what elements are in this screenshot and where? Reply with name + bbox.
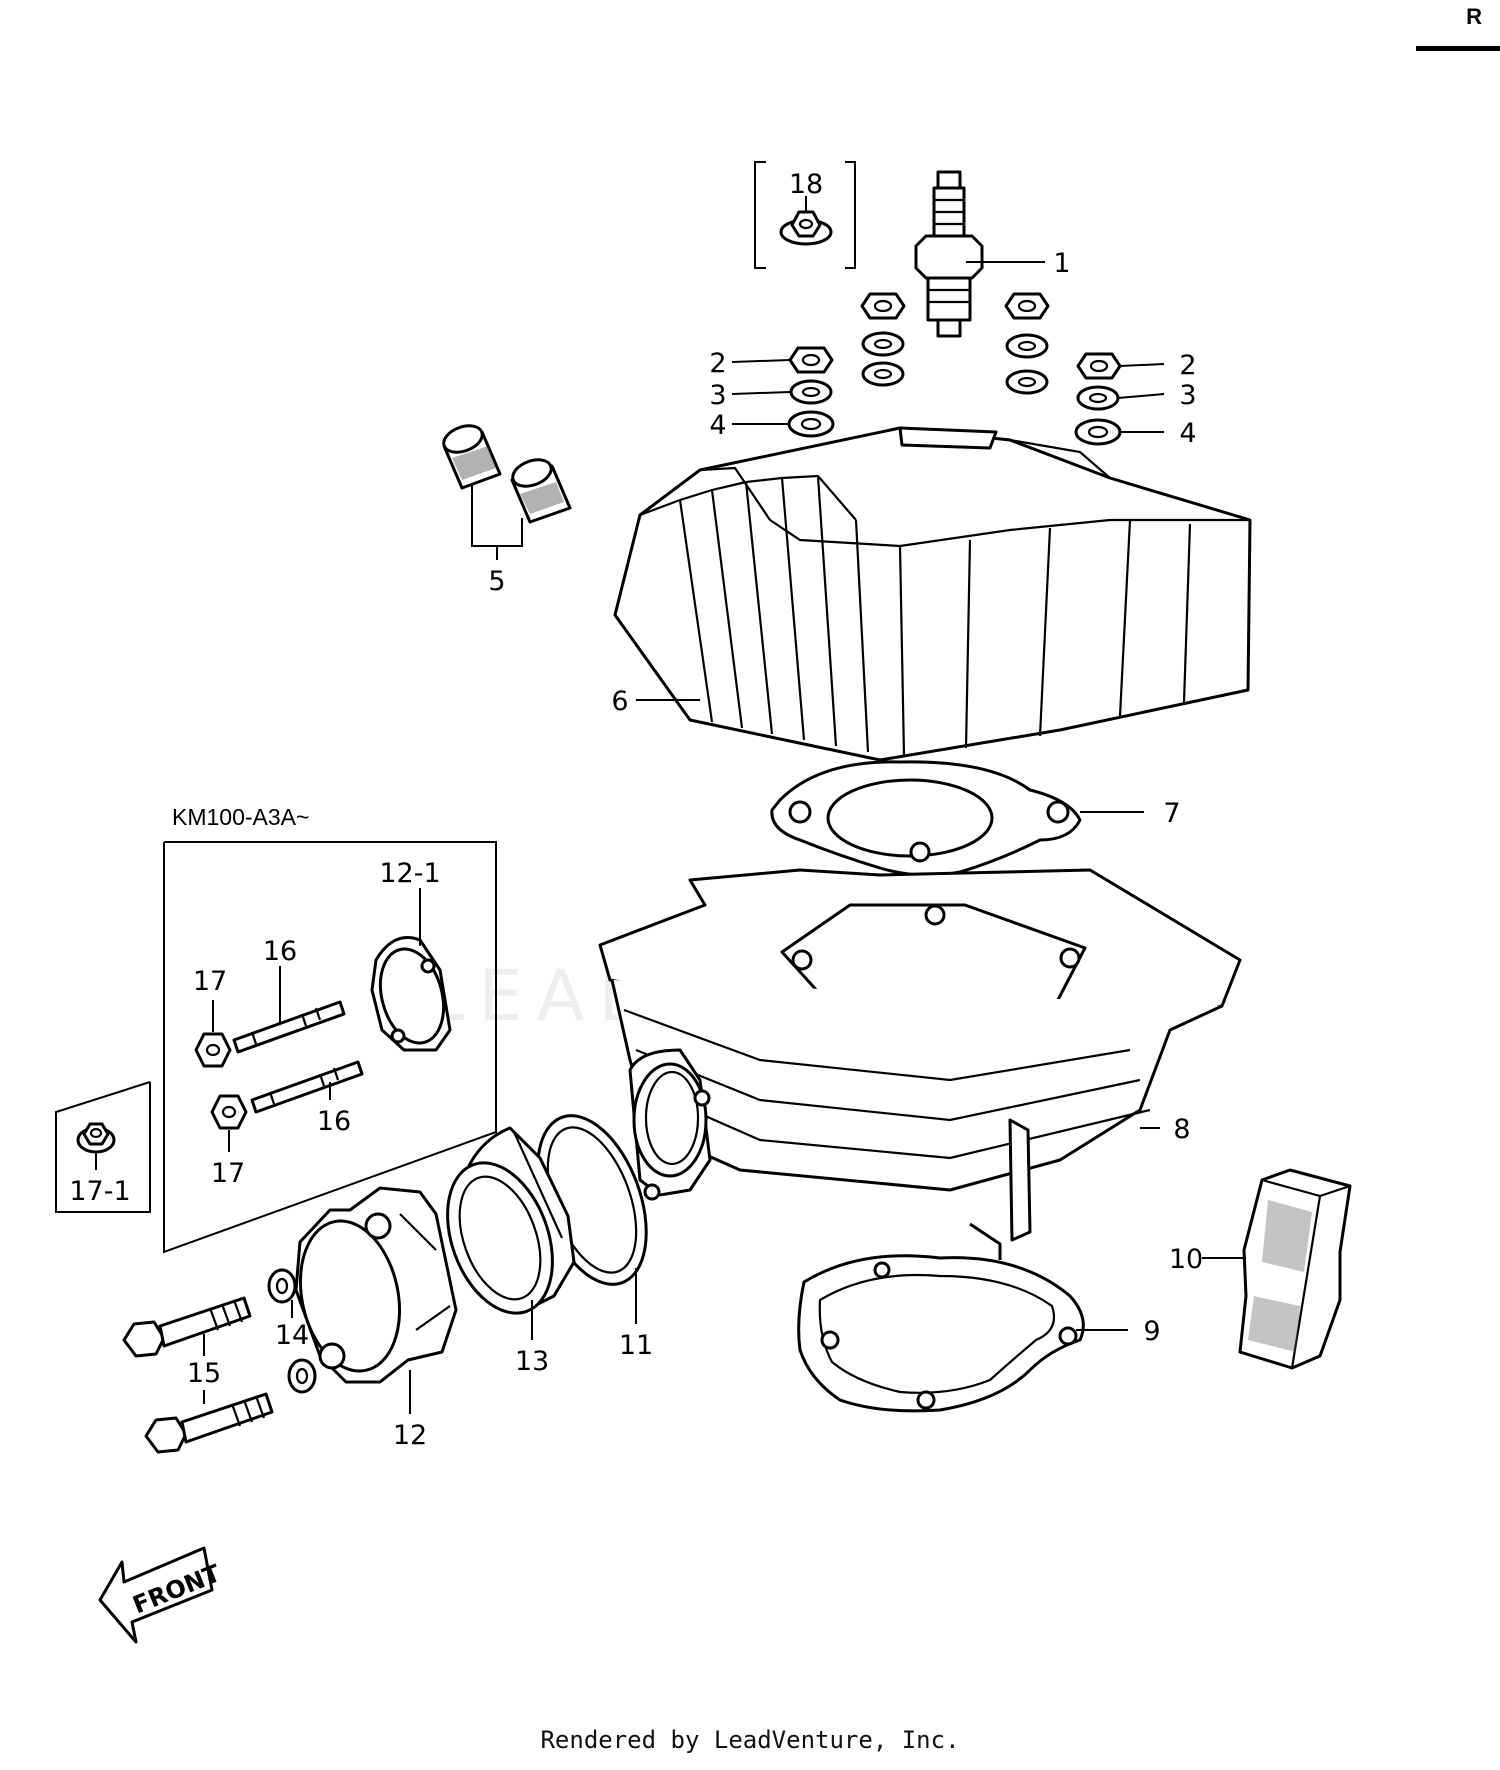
callout-9: 9	[1143, 1316, 1160, 1347]
inset-box-17-1	[55, 1081, 151, 1213]
callout-16-top: 16	[263, 936, 297, 967]
part-10-block	[1238, 1168, 1352, 1370]
intake-manifold-12	[294, 1186, 458, 1384]
callout-17-top: 17	[193, 966, 227, 997]
washer-14a	[267, 1268, 297, 1304]
flange-nut-17-1	[76, 1122, 116, 1154]
callouts: 18 1 2 3 4 2 3 4 5 6 7 8 9 10 11 13 12 1…	[69, 169, 1203, 1451]
dowel-pin-5a	[442, 424, 502, 490]
callout-3-right: 3	[1179, 380, 1196, 411]
callout-12: 12	[393, 1420, 427, 1451]
stud-16a	[232, 1000, 346, 1054]
manifold-12-1	[370, 936, 452, 1052]
callout-17-1: 17-1	[69, 1176, 130, 1207]
callout-5: 5	[488, 566, 505, 597]
center-nut-stack-right	[1004, 292, 1050, 395]
callout-14: 14	[275, 1320, 309, 1351]
inset-box-18	[754, 161, 856, 269]
callout-1: 1	[1053, 248, 1070, 279]
callout-16-bottom: 16	[317, 1106, 351, 1137]
callout-15: 15	[187, 1358, 221, 1389]
spark-plug-1	[914, 170, 984, 338]
callout-18: 18	[789, 169, 823, 200]
callout-6: 6	[611, 686, 628, 717]
head-gasket-7	[770, 760, 1082, 877]
variant-box	[163, 841, 497, 1254]
bolt-15b	[144, 1392, 274, 1454]
leader-lines	[95, 196, 1246, 1414]
callout-11: 11	[619, 1330, 653, 1361]
washer-4-right	[1074, 418, 1122, 446]
stud-16b	[250, 1060, 364, 1114]
dowel-pin-5b	[510, 458, 572, 524]
cylinder-8	[598, 868, 1242, 1260]
nut-2-left	[788, 346, 834, 374]
corner-mark: R	[1466, 4, 1482, 29]
washer-4-left	[787, 410, 835, 438]
washer-3-left	[789, 379, 833, 405]
callout-4-left: 4	[709, 410, 726, 441]
variant-label: KM100-A3A~	[172, 804, 310, 830]
nut-17b	[210, 1094, 248, 1130]
callout-7: 7	[1163, 798, 1180, 829]
callout-3-left: 3	[709, 380, 726, 411]
flange-nut-18	[779, 210, 833, 246]
corner-bar	[1416, 46, 1500, 51]
center-nut-stack-left	[860, 292, 906, 387]
callout-8: 8	[1173, 1114, 1190, 1145]
base-gasket-9	[797, 1254, 1085, 1413]
nut-2-right	[1076, 352, 1122, 380]
washer-3-right	[1076, 385, 1120, 411]
cylinder-head-6	[613, 426, 1252, 762]
front-arrow: FRONT	[98, 1546, 225, 1644]
footer-credit: Rendered by LeadVenture, Inc.	[540, 1726, 960, 1754]
callout-2-right: 2	[1179, 350, 1196, 381]
washer-14b	[287, 1358, 317, 1394]
callout-4-right: 4	[1179, 418, 1196, 449]
nut-17a	[194, 1032, 232, 1068]
bolt-15a	[122, 1296, 252, 1358]
callout-17-bottom: 17	[211, 1158, 245, 1189]
callout-10: 10	[1169, 1244, 1203, 1275]
callout-2-left: 2	[709, 348, 726, 379]
insulator-13	[446, 1126, 576, 1315]
callout-13: 13	[515, 1346, 549, 1377]
callout-12-1: 12-1	[379, 858, 440, 889]
